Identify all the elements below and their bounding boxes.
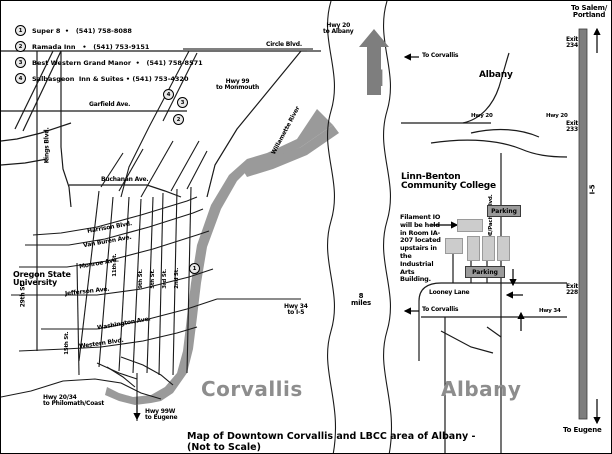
lbcc-room-note: Filament IO will be held in Room IA- 207…: [400, 213, 441, 284]
street-label-circle-blvd: Circle Blvd.: [266, 41, 302, 48]
hwy-label-34-to-i5: Hwy 34 to I-5: [284, 303, 308, 317]
street-label-15th-st: 15th St.: [64, 331, 71, 355]
map-marker-1[interactable]: 1: [189, 263, 200, 274]
street-label-5th-st: 5th St.: [150, 269, 157, 289]
willamette-river-shape: [105, 109, 339, 405]
map-title-line2: (Not to Scale): [187, 442, 261, 453]
distance-label: 8 miles: [351, 292, 372, 308]
compass-north-label: N: [366, 67, 385, 92]
campus-building-e: [497, 236, 510, 261]
street-label-9th-st: 9th St.: [138, 269, 145, 289]
albany-small-label: Albany: [479, 70, 513, 80]
hwy-label-20-34-philomath: Hwy 20/34 to Philomath/Coast: [43, 394, 105, 408]
osu-label: Oregon State University: [13, 270, 71, 288]
legend-label-4: Salbasgeon Inn & Suites • (541) 753-4320: [32, 74, 189, 83]
city-label-corvallis: Corvallis: [201, 377, 303, 401]
legend-badge-1: 1: [15, 25, 26, 36]
campus-building-b: [445, 238, 463, 254]
legend-badge-4: 4: [15, 73, 26, 84]
street-label-3rd-st: 3rd St.: [162, 269, 169, 289]
map-marker-2[interactable]: 2: [173, 114, 184, 125]
parking-lot-lower: Parking: [465, 266, 505, 278]
parking-lot-upper: Parking: [487, 205, 521, 217]
street-label-buchanan-ave: Buchanan Ave.: [101, 176, 149, 183]
hwy-label-99-to-monmouth: Hwy 99 to Monmouth: [216, 78, 260, 92]
legend-item-4[interactable]: 4 Salbasgeon Inn & Suites • (541) 753-43…: [15, 73, 188, 84]
hwy-label-99w-eugene: Hwy 99W to Eugene: [145, 408, 178, 422]
legend-badge-3: 3: [15, 57, 26, 68]
campus-building-d: [482, 236, 495, 261]
legend-label-3: Best Western Grand Manor • (541) 758-857…: [32, 58, 203, 67]
city-label-albany: Albany: [441, 377, 522, 401]
street-label-kings-blvd: Kings Blvd.: [43, 127, 51, 164]
hwy-label-20-mid: Hwy 20: [546, 113, 568, 119]
campus-building-a: [457, 219, 483, 232]
street-label-11th-st: 11th St.: [112, 253, 119, 277]
to-corvallis-top-label: To Corvallis: [422, 52, 459, 59]
hwy-label-20-to-albany: Hwy 20 to Albany: [323, 22, 354, 36]
legend-item-2[interactable]: 2 Ramada Inn • (541) 753-9151: [15, 41, 149, 52]
street-label-2nd-st: 2nd St.: [174, 267, 181, 289]
map-title-line1: Map of Downtown Corvallis and LBCC area …: [187, 431, 476, 442]
to-eugene-label: To Eugene: [563, 426, 602, 434]
north-arrow-graphic: [359, 29, 389, 95]
legend-label-2: Ramada Inn • (541) 753-9151: [32, 42, 150, 51]
to-corvallis-mid-label: To Corvallis: [422, 306, 459, 313]
map-marker-3[interactable]: 3: [177, 97, 188, 108]
hwy-label-34-right: Hwy 34: [539, 308, 561, 314]
legend-item-3[interactable]: 3 Best Western Grand Manor • (541) 758-8…: [15, 57, 203, 68]
i5-label: I-5: [588, 184, 597, 195]
exit-228-label: Exit 228: [566, 283, 579, 297]
lbcc-label: Linn-Benton Community College: [401, 172, 496, 192]
legend-item-1[interactable]: 1 Super 8 • (541) 758-8088: [15, 25, 132, 36]
exit-233-label: Exit 233: [566, 120, 579, 134]
campus-building-c: [467, 236, 480, 261]
map-marker-4[interactable]: 4: [163, 89, 174, 100]
legend-badge-2: 2: [15, 41, 26, 52]
street-label-garfield-ave: Garfield Ave.: [89, 101, 131, 108]
exit-234-label: Exit 234: [566, 36, 579, 50]
to-salem-portland-label: To Salem/ Portland: [571, 4, 608, 20]
i5-freeway-graphic: [578, 28, 588, 420]
hwy-label-20-left: Hwy 20: [471, 113, 493, 119]
legend-label-1: Super 8 • (541) 758-8088: [32, 26, 132, 35]
street-label-looney-lane: Looney Lane: [429, 289, 470, 296]
